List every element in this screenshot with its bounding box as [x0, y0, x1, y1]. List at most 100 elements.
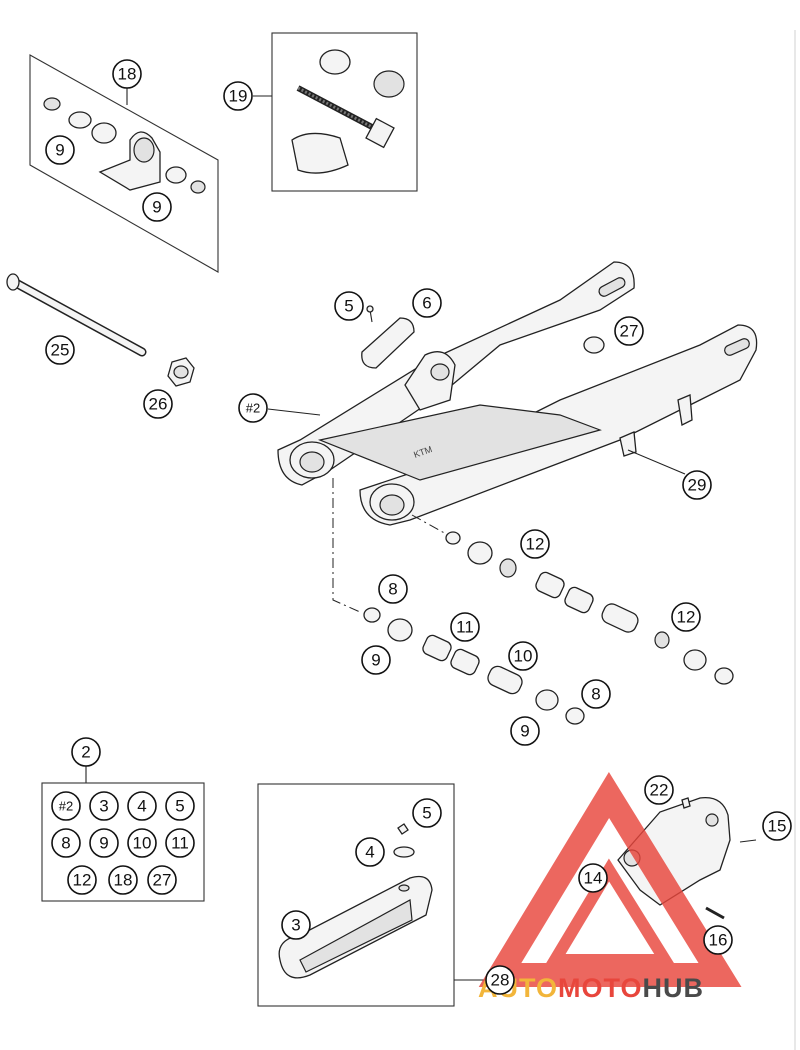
seal-ring — [68, 111, 92, 129]
chain-slider-block — [361, 317, 415, 369]
svg-text:27: 27 — [620, 322, 639, 341]
svg-text:28: 28 — [491, 971, 510, 990]
washer — [654, 631, 670, 649]
kit-item: 5 — [165, 791, 195, 821]
svg-text:#2: #2 — [59, 799, 73, 814]
needle-bearing — [535, 571, 565, 599]
svg-text:16: 16 — [709, 931, 728, 950]
callout-10: 10 — [508, 641, 538, 671]
inner-sleeve — [601, 603, 639, 633]
callout-9: 9 — [142, 192, 172, 222]
svg-text:3: 3 — [291, 916, 300, 935]
watermark-logo — [478, 771, 742, 987]
callout-26: 26 — [143, 389, 173, 419]
seal-ring — [683, 649, 707, 671]
needle-bearing — [422, 634, 452, 662]
svg-text:29: 29 — [688, 476, 707, 495]
svg-text:25: 25 — [51, 341, 70, 360]
pivot-bore-right-hole — [379, 494, 405, 516]
seal-ring — [165, 166, 187, 184]
kit-item: 11 — [165, 828, 195, 858]
screw-15 — [739, 839, 757, 843]
callout-8: 8 — [378, 574, 408, 604]
svg-text:18: 18 — [114, 871, 133, 890]
dust-cap — [445, 531, 461, 545]
needle-bearing — [564, 586, 594, 614]
callout-2: 2 — [71, 737, 101, 767]
callout-3: 3 — [281, 910, 311, 940]
svg-text:10: 10 — [133, 834, 152, 853]
kit-item: 8 — [51, 828, 81, 858]
seal-ring — [387, 618, 413, 642]
svg-text:12: 12 — [526, 535, 545, 554]
svg-text:2: 2 — [81, 743, 90, 762]
axle-slot-left — [598, 277, 626, 297]
chain-guide-group — [617, 796, 757, 920]
callout-hash2: #2 — [238, 393, 268, 423]
kit-item: 10 — [127, 828, 157, 858]
callout-4: 4 — [355, 837, 385, 867]
svg-text:9: 9 — [520, 722, 529, 741]
needle-bearing — [450, 648, 480, 676]
svg-text:9: 9 — [371, 651, 380, 670]
axle-head — [6, 273, 20, 291]
callout-5: 5 — [334, 291, 364, 321]
dust-cap — [363, 607, 381, 623]
seal-ring — [467, 541, 493, 565]
inner-sleeve — [487, 665, 523, 695]
watermark-triangle — [478, 771, 742, 987]
kit-2-frame — [41, 782, 205, 902]
nut-22 — [681, 797, 691, 809]
bearing-row-lower — [363, 607, 585, 725]
svg-text:8: 8 — [591, 685, 600, 704]
callout-16: 16 — [703, 925, 733, 955]
leader-29 — [627, 449, 686, 475]
callout-9: 9 — [510, 716, 540, 746]
kit-item: 27 — [147, 865, 177, 895]
svg-text:8: 8 — [61, 834, 70, 853]
svg-text:9: 9 — [55, 141, 64, 160]
washer — [190, 180, 206, 194]
callout-19: 19 — [223, 81, 253, 111]
watermark-triangle-inner — [544, 858, 676, 966]
kit-item: 9 — [89, 828, 119, 858]
chain-slider-channel — [299, 899, 413, 973]
callout-12: 12 — [671, 602, 701, 632]
svg-text:5: 5 — [422, 804, 431, 823]
kit-item: 3 — [89, 791, 119, 821]
kit-item: 12 — [67, 865, 97, 895]
svg-text:4: 4 — [137, 797, 146, 816]
assembly-line-left — [332, 478, 361, 613]
callout-18: 18 — [112, 59, 142, 89]
svg-text:6: 6 — [422, 294, 431, 313]
chain-guide-small-group — [361, 305, 415, 369]
brake-tab — [677, 394, 693, 426]
svg-text:27: 27 — [153, 871, 172, 890]
svg-text:5: 5 — [175, 797, 184, 816]
screw-head — [366, 305, 374, 313]
dust-cap — [565, 707, 585, 725]
svg-text:8: 8 — [388, 580, 397, 599]
svg-text:14: 14 — [584, 869, 603, 888]
pivot-axle-fill — [11, 279, 145, 355]
shock-mount-bore — [430, 363, 450, 381]
kit-item: 18 — [108, 865, 138, 895]
seal-ring — [43, 97, 61, 111]
kit-2-box: #2 3 4 5 8 9 10 11 12 18 27 — [41, 766, 205, 902]
kit-item: 4 — [127, 791, 157, 821]
callout-8: 8 — [581, 679, 611, 709]
svg-text:9: 9 — [152, 198, 161, 217]
callout-12: 12 — [520, 529, 550, 559]
chain-guide-hole — [705, 813, 719, 827]
half-shell — [291, 132, 349, 174]
callout-25: 25 — [45, 335, 75, 365]
callout-9: 9 — [361, 645, 391, 675]
svg-text:26: 26 — [149, 395, 168, 414]
svg-text:22: 22 — [650, 781, 669, 800]
callout-15: 15 — [762, 811, 792, 841]
washer — [499, 558, 517, 578]
callout-22: 22 — [644, 775, 674, 805]
pivot-bore — [133, 137, 155, 163]
kit-18-frame — [29, 54, 219, 273]
